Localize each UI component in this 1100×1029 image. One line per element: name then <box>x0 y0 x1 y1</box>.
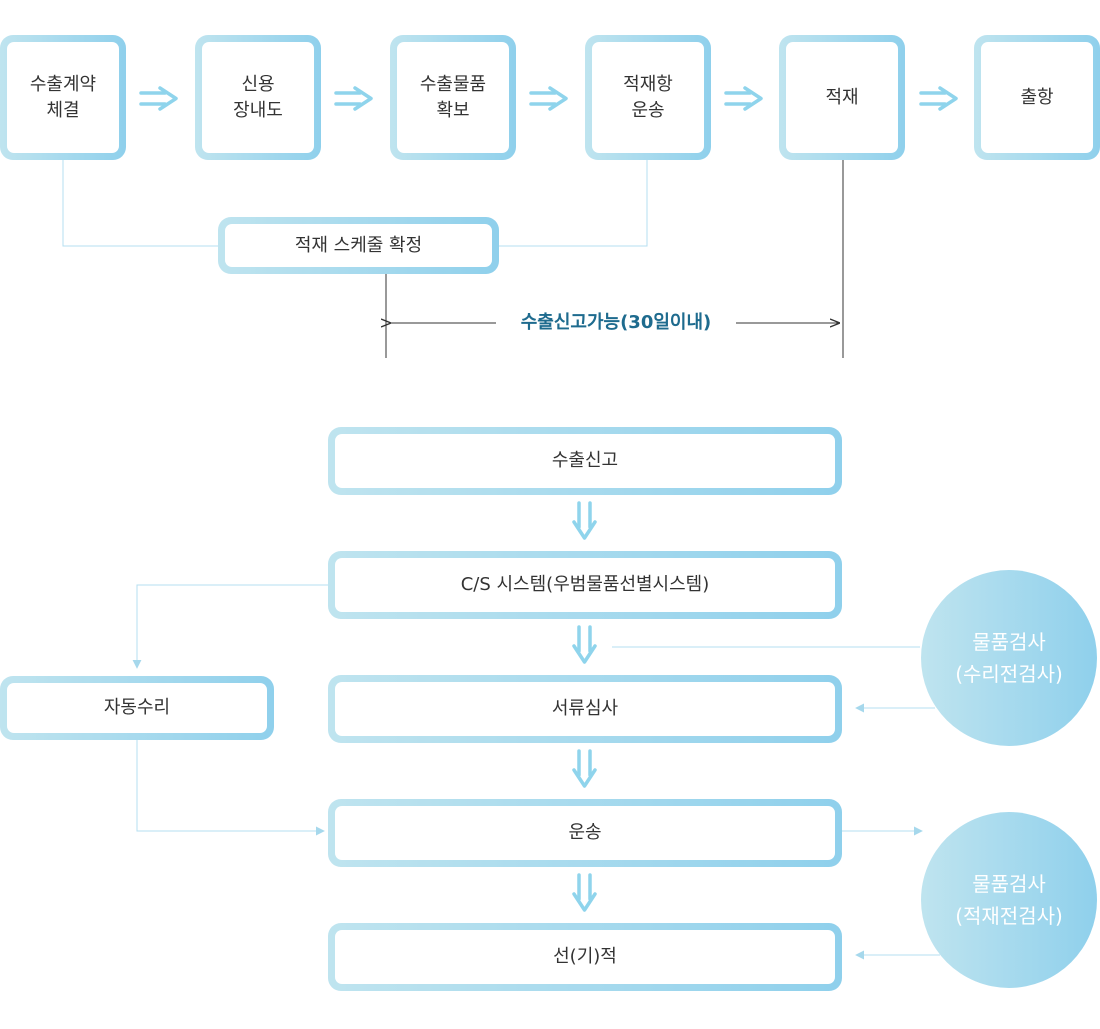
flow-down-arrow-icon <box>572 625 597 664</box>
step-label: 선(기)적 <box>335 930 835 984</box>
step-letter-of-credit: 신용 장내도 <box>195 35 321 160</box>
flow-down-arrow-icon <box>572 873 597 912</box>
step-loading: 적재 <box>779 35 905 160</box>
export-declaration-window-label: 수출신고가능(30일이내) <box>496 310 736 336</box>
step-label: 신용 장내도 <box>202 42 314 153</box>
step-label: 서류심사 <box>335 682 835 736</box>
inspection-before-acceptance: 물품검사 (수리전검사) <box>921 570 1097 746</box>
step-departure: 출항 <box>974 35 1100 160</box>
auto-acceptance-label: 자동수리 <box>7 683 267 733</box>
step-secure-goods: 수출물품 확보 <box>390 35 516 160</box>
flow-arrow-icon <box>334 86 373 111</box>
step-label: 출항 <box>981 42 1093 153</box>
step-label: 수출물품 확보 <box>397 42 509 153</box>
step-port-transport: 적재항 운송 <box>585 35 711 160</box>
step-export-declaration: 수출신고 <box>328 427 842 495</box>
schedule-connector-left <box>62 160 220 247</box>
step-document-review: 서류심사 <box>328 675 842 743</box>
schedule-box: 적재 스케줄 확정 <box>218 217 499 274</box>
step-label: 수출계약 체결 <box>7 42 119 153</box>
auto-acceptance-box: 자동수리 <box>0 676 274 740</box>
step-export-contract: 수출계약 체결 <box>0 35 126 160</box>
flow-arrow-icon <box>919 86 958 111</box>
step-label: 수출신고 <box>335 434 835 488</box>
inspection-before-loading: 물품검사 (적재전검사) <box>921 812 1097 988</box>
auto-to-transport-connector <box>136 740 325 836</box>
flow-arrow-icon <box>529 86 568 111</box>
flow-arrow-icon <box>724 86 763 111</box>
step-label: 적재 <box>786 42 898 153</box>
schedule-label: 적재 스케줄 확정 <box>225 224 492 267</box>
step-cs-system: C/S 시스템(우범물품선별시스템) <box>328 551 842 619</box>
step-shipment: 선(기)적 <box>328 923 842 991</box>
step-transport: 운송 <box>328 799 842 867</box>
step-label: 운송 <box>335 806 835 860</box>
flow-down-arrow-icon <box>572 501 597 540</box>
schedule-connector-right <box>497 160 648 247</box>
step-label: C/S 시스템(우범물품선별시스템) <box>335 558 835 612</box>
step-label: 적재항 운송 <box>592 42 704 153</box>
flow-arrow-icon <box>139 86 178 111</box>
flow-down-arrow-icon <box>572 749 597 788</box>
cs-to-auto-connector <box>132 584 330 669</box>
